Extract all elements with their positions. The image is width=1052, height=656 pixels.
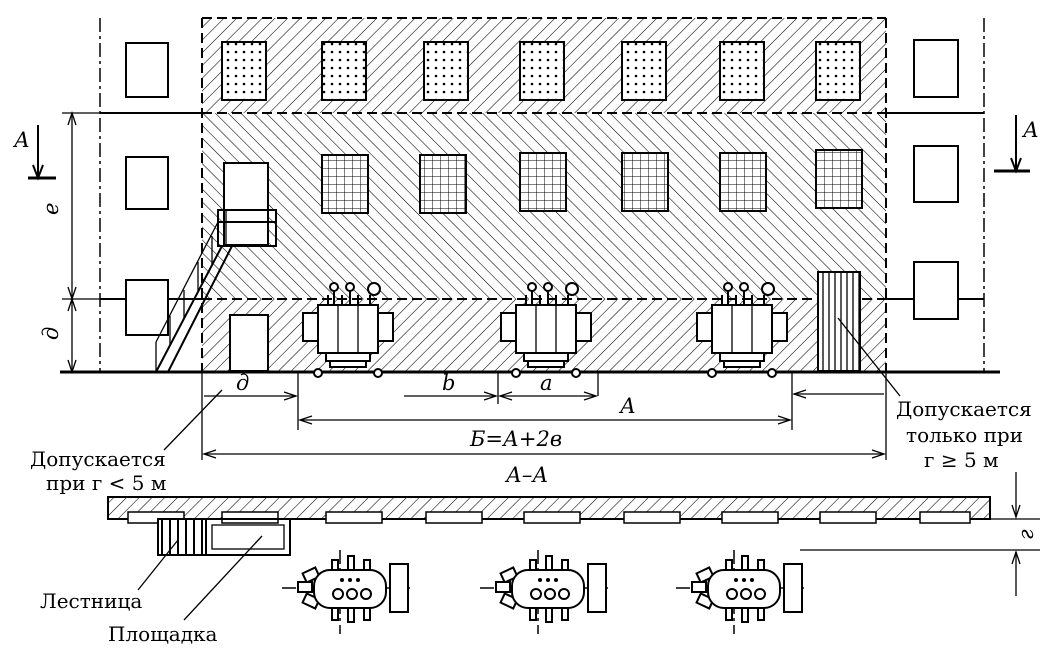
dim-label-g: г (1014, 529, 1038, 540)
section-title: А–А (504, 463, 548, 487)
platform-label: Площадка (108, 622, 218, 646)
building-elevation (60, 17, 1000, 378)
svg-text:только при: только при (906, 423, 1023, 447)
section-mark-left: А (12, 125, 56, 181)
dim-label-d-horizontal: д (236, 371, 249, 395)
stair-label: Лестница (40, 589, 142, 613)
note-left: Допускается при г < 5 м (30, 447, 166, 495)
section-mark-right: А (994, 115, 1039, 174)
dim-label-b: b (442, 371, 455, 395)
note-left-leader (163, 389, 223, 451)
vertical-dimensions: е д (39, 110, 100, 375)
svg-text:Допускается: Допускается (30, 447, 166, 471)
plan-section: г (107, 472, 1040, 635)
dim-label-a: a (540, 371, 553, 395)
note-right: Допускается только при г ≥ 5 м (896, 397, 1032, 472)
svg-text:при г < 5 м: при г < 5 м (46, 471, 166, 495)
svg-text:г ≥ 5 м: г ≥ 5 м (924, 448, 999, 472)
section-letter-left: А (12, 128, 30, 152)
section-letter-right: А (1021, 118, 1039, 142)
svg-text:Допускается: Допускается (896, 397, 1032, 421)
note-right-leader (837, 317, 901, 397)
dim-label-d-vertical: д (39, 327, 63, 340)
dim-label-B: Б=А+2в (469, 427, 562, 451)
dim-label-e: е (39, 203, 63, 215)
dim-label-A: А (618, 394, 636, 418)
horizontal-dimensions: д b a А Б=А+2в (201, 371, 887, 460)
